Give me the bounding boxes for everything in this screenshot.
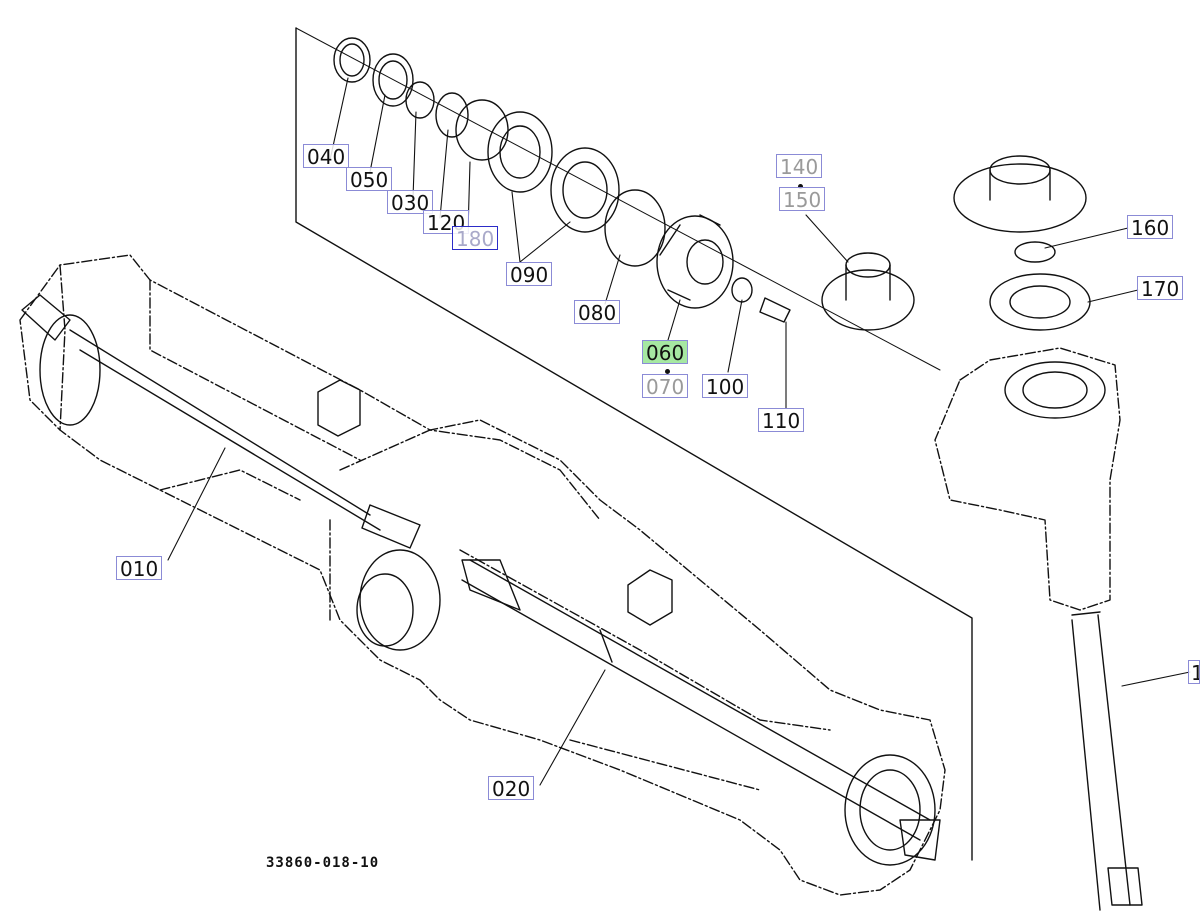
axle-housing [19, 254, 946, 896]
callout-150[interactable]: 150 [779, 187, 826, 212]
callout-090[interactable]: 090 [506, 262, 553, 287]
callout-070[interactable]: 070 [642, 374, 689, 399]
knuckle-housing [934, 347, 1121, 611]
group-dot-140 [798, 184, 803, 189]
bevel-gear [656, 214, 791, 323]
flange [953, 155, 1091, 331]
callout-170[interactable]: 170 [1137, 276, 1184, 301]
bearing-stack [333, 37, 666, 267]
callout-110[interactable]: 110 [758, 408, 805, 433]
drawing-number: 33860-018-10 [266, 855, 380, 871]
callout-120[interactable]: 120 [423, 210, 470, 235]
group-dot-060 [665, 369, 670, 374]
leader-lines [167, 77, 1191, 786]
pinion-gear [821, 252, 915, 331]
shaft-020 [461, 559, 941, 861]
callout-180[interactable]: 180 [452, 226, 499, 251]
vertical-shaft [1071, 611, 1143, 911]
callout-010[interactable]: 010 [116, 556, 163, 581]
callout-140[interactable]: 140 [776, 154, 823, 179]
callout-050[interactable]: 050 [346, 167, 393, 192]
shaft-010 [21, 294, 421, 549]
callout-160[interactable]: 160 [1127, 215, 1174, 240]
callout-100[interactable]: 100 [702, 374, 749, 399]
callout-030[interactable]: 030 [387, 190, 434, 215]
callout-020[interactable]: 020 [488, 776, 535, 801]
callout-190[interactable]: 1 [1188, 660, 1200, 684]
callout-060[interactable]: 060 [642, 340, 689, 365]
callout-040[interactable]: 040 [303, 144, 350, 169]
callout-080[interactable]: 080 [574, 300, 621, 325]
